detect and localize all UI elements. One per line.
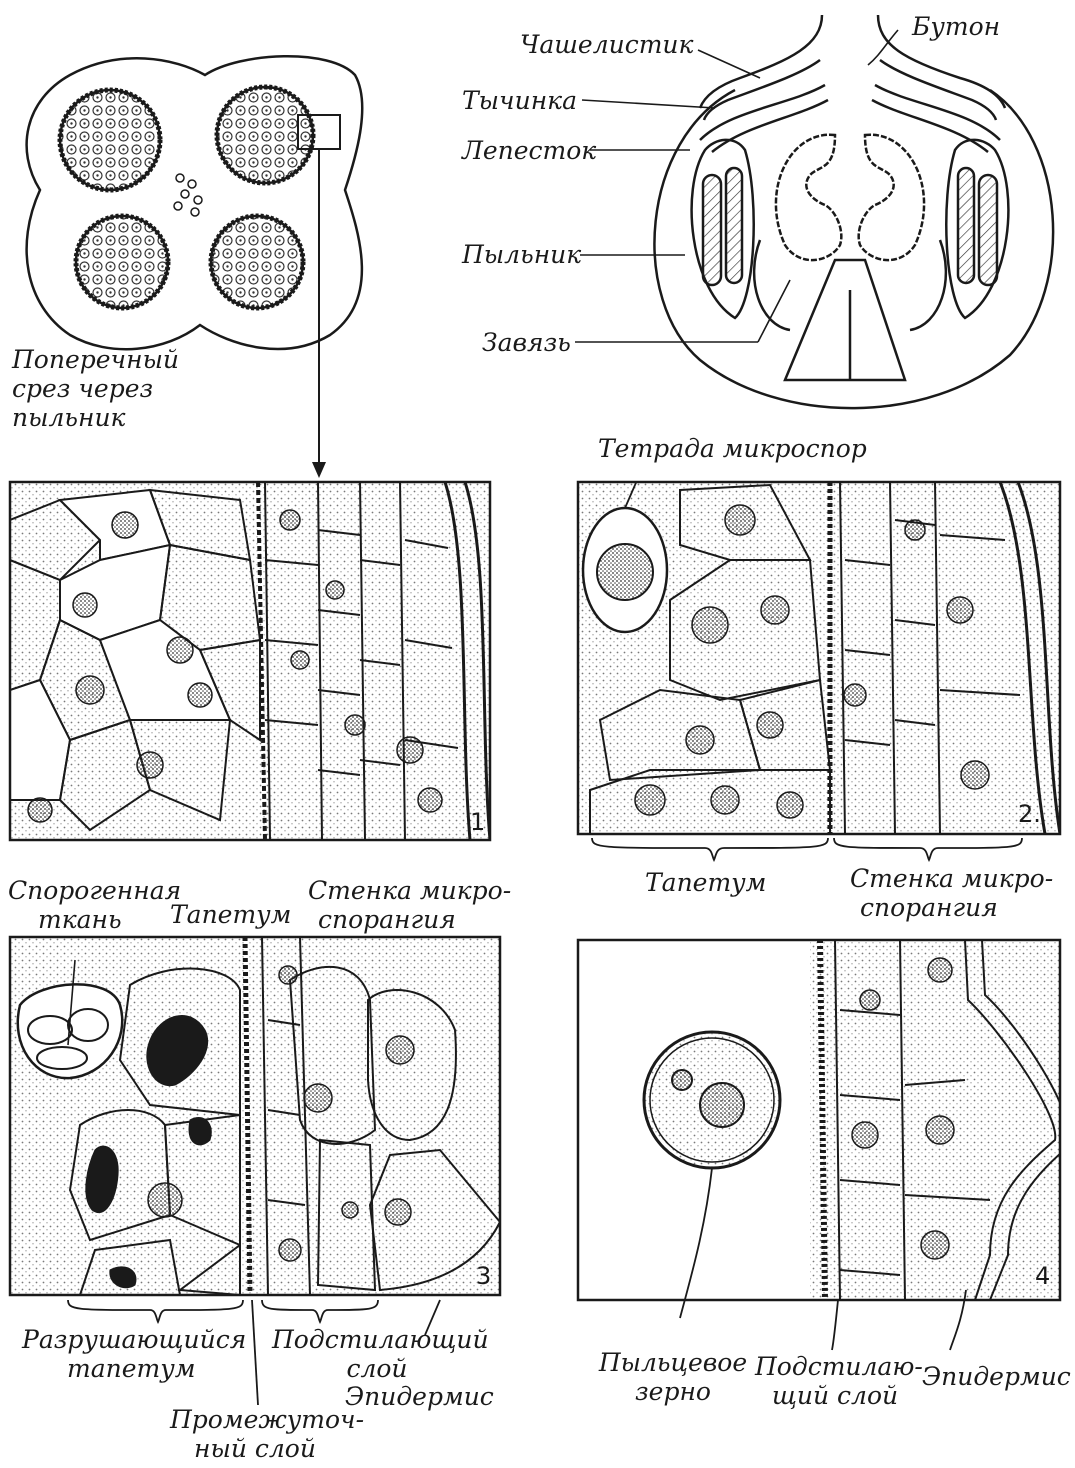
anther-section-caption: Поперечный срез через пыльник — [12, 345, 179, 432]
panel-2-microsporangium — [578, 462, 1060, 860]
label-petal: Лепесток — [462, 136, 596, 165]
panel-4-microsporangium — [578, 940, 1070, 1350]
underlying-4-line-1: Подстилаю- — [755, 1352, 915, 1381]
label-middle-layer: Промежуточ- ный слой — [170, 1405, 340, 1463]
label-pollen-grain: Пыльцевое зерно — [598, 1348, 748, 1406]
caption-line-1: Поперечный — [12, 345, 179, 374]
underlying-3-line-1: Подстилающий — [272, 1325, 482, 1354]
label-bud: Бутон — [912, 12, 1000, 41]
collapsing-line-1: Разрушающийся — [22, 1325, 246, 1354]
label-tapetum-2: Тапетум — [645, 868, 766, 897]
anther-right — [946, 140, 1008, 318]
sporogenous-line-1: Спорогенная — [8, 876, 181, 905]
middle-line-1: Промежуточ- — [170, 1405, 340, 1434]
pollen-grain — [644, 1032, 780, 1168]
label-stamen: Тычинка — [462, 86, 577, 115]
label-collapsing-tapetum: Разрушающийся тапетум — [22, 1325, 246, 1383]
pollen-sac-top-left — [60, 90, 160, 190]
wall-1-line-2: спорангия — [308, 905, 511, 934]
underlying-3-line-2: слой — [272, 1354, 482, 1383]
label-anther: Пыльник — [462, 240, 581, 269]
sporogenous-line-2: ткань — [8, 905, 181, 934]
label-ovary: Завязь — [482, 328, 571, 357]
label-sporogenous: Спорогенная ткань — [8, 876, 181, 934]
label-epidermis-4: Эпидермис — [922, 1362, 1071, 1391]
flower-bud — [575, 15, 1053, 408]
anther-left — [692, 140, 754, 318]
label-tapetum-1: Тапетум — [170, 900, 291, 929]
underlying-4-line-2: щий слой — [755, 1381, 915, 1410]
label-epidermis-3: Эпидермис — [345, 1382, 494, 1411]
middle-line-2: ный слой — [170, 1434, 340, 1463]
pollen-sac-bottom-right — [211, 216, 303, 308]
caption-line-3: пыльник — [12, 403, 179, 432]
label-wall-1: Стенка микро- спорангия — [308, 876, 511, 934]
caption-line-2: срез через — [12, 374, 179, 403]
collapsing-line-2: тапетум — [22, 1354, 246, 1383]
tetrad-microspores — [583, 508, 667, 632]
sepal-left — [700, 15, 822, 120]
panel-1-number: 1 — [470, 808, 485, 836]
pollen-line-2: зерно — [598, 1377, 748, 1406]
braces-panel-2 — [592, 838, 1022, 860]
wall-1-line-1: Стенка микро- — [308, 876, 511, 905]
panel-2-number: 2. — [1018, 800, 1041, 828]
panel-4-number: 4 — [1035, 1262, 1050, 1290]
receptacle — [785, 260, 905, 380]
label-sepal: Чашелистик — [520, 30, 693, 59]
wall-2-line-1: Стенка микро- — [850, 864, 1053, 893]
pollen-line-1: Пыльцевое — [598, 1348, 748, 1377]
wall-2-line-2: спорангия — [850, 893, 1053, 922]
pollen-sac-bottom-left — [76, 216, 168, 308]
panel-3-number: 3 — [476, 1262, 491, 1290]
label-wall-2: Стенка микро- спорангия — [850, 864, 1053, 922]
label-underlying-layer-4: Подстилаю- щий слой — [755, 1352, 915, 1410]
vascular-bundle — [174, 174, 202, 216]
label-tetrad: Тетрада микроспор — [598, 434, 867, 463]
label-underlying-layer-3: Подстилающий слой — [272, 1325, 482, 1383]
panel-1-microsporangium — [10, 482, 490, 840]
